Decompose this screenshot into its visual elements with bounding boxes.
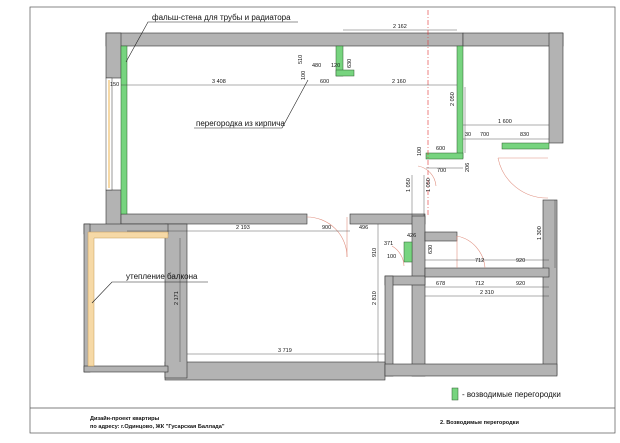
dim-920-b: 920 xyxy=(516,281,525,287)
dim-2310: 2 310 xyxy=(480,290,494,296)
wall-top xyxy=(105,32,464,47)
title-block: Дизайн-проект квартиры по адресу: г.Один… xyxy=(90,415,519,430)
dim-700-corr: 700 xyxy=(437,168,446,174)
door-swings xyxy=(306,157,549,269)
wall-right-upper xyxy=(548,32,564,144)
dim-1300: 1 300 xyxy=(537,226,543,240)
note-false-wall: фальш-стена для трубы и радиатора xyxy=(152,13,291,22)
wall-mid-left xyxy=(120,213,308,225)
dim-1050-a: 1 050 xyxy=(406,178,412,192)
wall-bath-left xyxy=(384,275,394,377)
dim-2160: 2 160 xyxy=(392,79,406,85)
partition-corridor-bottom xyxy=(425,152,464,160)
dim-120: 120 xyxy=(331,63,340,69)
dim-1600: 1 600 xyxy=(498,119,512,125)
door-corridor xyxy=(417,165,437,187)
dim-100-bath: 100 xyxy=(387,254,396,260)
wall-left-upper xyxy=(105,32,122,79)
dim-630-bath: 630 xyxy=(428,245,434,254)
note-balcony: утепление балкона xyxy=(126,272,198,281)
dim-2193: 2 193 xyxy=(236,225,250,231)
dim-2810: 2 810 xyxy=(372,291,378,305)
dim-712-a: 712 xyxy=(475,258,484,264)
dim-3719: 3 719 xyxy=(278,348,292,354)
dim-600-top: 600 xyxy=(320,79,329,85)
wall-corridor-stub xyxy=(424,231,458,242)
dim-150: 150 xyxy=(110,82,119,88)
sheet-title: 2. Возводимые перегородки xyxy=(440,420,519,426)
dim-712-b: 712 xyxy=(475,281,484,287)
partition-corridor xyxy=(456,45,464,159)
door-living xyxy=(306,216,348,258)
partition-bath-small xyxy=(403,241,413,263)
leader-brick xyxy=(194,79,309,129)
dim-2050: 2 050 xyxy=(450,92,456,106)
wall-top-right xyxy=(462,32,564,47)
dim-426: 426 xyxy=(407,233,416,239)
dim-371: 371 xyxy=(384,241,393,247)
balcony-insulation xyxy=(87,231,169,367)
dim-600-corr: 600 xyxy=(436,146,445,152)
wall-bottom-left xyxy=(164,361,386,381)
legend: - возводимые перегородки xyxy=(451,387,561,401)
note-brick-partition: перегородка из кирпича xyxy=(196,119,285,128)
leader-notes: фальш-стена для трубы и радиатора перего… xyxy=(91,13,309,304)
title-line-2: по адресу: г.Одинцово, ЖК "Гусарская Бал… xyxy=(90,424,225,430)
dim-2162: 2 162 xyxy=(393,24,407,30)
dim-480: 480 xyxy=(312,63,321,69)
window-left-glass xyxy=(108,80,110,188)
dim-30: 30 xyxy=(465,132,471,138)
wall-balcony-bottom xyxy=(83,365,169,373)
dim-2171: 2 171 xyxy=(174,291,180,305)
dim-100-corr: 100 xyxy=(417,147,423,156)
dim-830: 830 xyxy=(520,132,529,138)
dim-496: 496 xyxy=(359,225,368,231)
dim-1050-b: 1 050 xyxy=(426,178,432,192)
partition-upper-return xyxy=(335,69,355,77)
dimension-lines xyxy=(121,29,556,362)
door-entrance xyxy=(497,157,549,199)
title-line-1: Дизайн-проект квартиры xyxy=(90,415,160,422)
wall-kitchen-top xyxy=(424,267,550,278)
partition-false-wall xyxy=(120,45,128,215)
wall-balcony-inner xyxy=(164,223,188,379)
new-partitions xyxy=(120,45,550,263)
dim-510: 510 xyxy=(298,55,304,64)
leader-balcony xyxy=(91,281,208,304)
walls xyxy=(83,32,564,381)
legend-label: - возводимые перегородки xyxy=(462,390,561,399)
dim-678: 678 xyxy=(436,281,445,287)
leader-false-wall xyxy=(125,21,298,63)
dim-910: 910 xyxy=(372,248,378,257)
dim-630: 630 xyxy=(347,59,353,68)
wall-bath-divider xyxy=(411,215,426,377)
partition-right xyxy=(501,142,550,150)
dim-3408: 3 408 xyxy=(212,79,226,85)
wall-bottom-right xyxy=(384,363,558,377)
legend-swatch xyxy=(451,387,459,401)
sheet-frame xyxy=(29,6,616,434)
dim-900: 900 xyxy=(322,225,331,231)
dim-920-a: 920 xyxy=(516,258,525,264)
dimension-labels: 2 162 510 480 120 630 150 3 408 100 600 … xyxy=(110,24,543,354)
dim-100-top: 100 xyxy=(301,71,307,80)
dim-700-right: 700 xyxy=(480,132,489,138)
door-bath xyxy=(391,245,405,267)
door-kitchen xyxy=(456,235,486,269)
dim-206: 206 xyxy=(465,163,471,172)
